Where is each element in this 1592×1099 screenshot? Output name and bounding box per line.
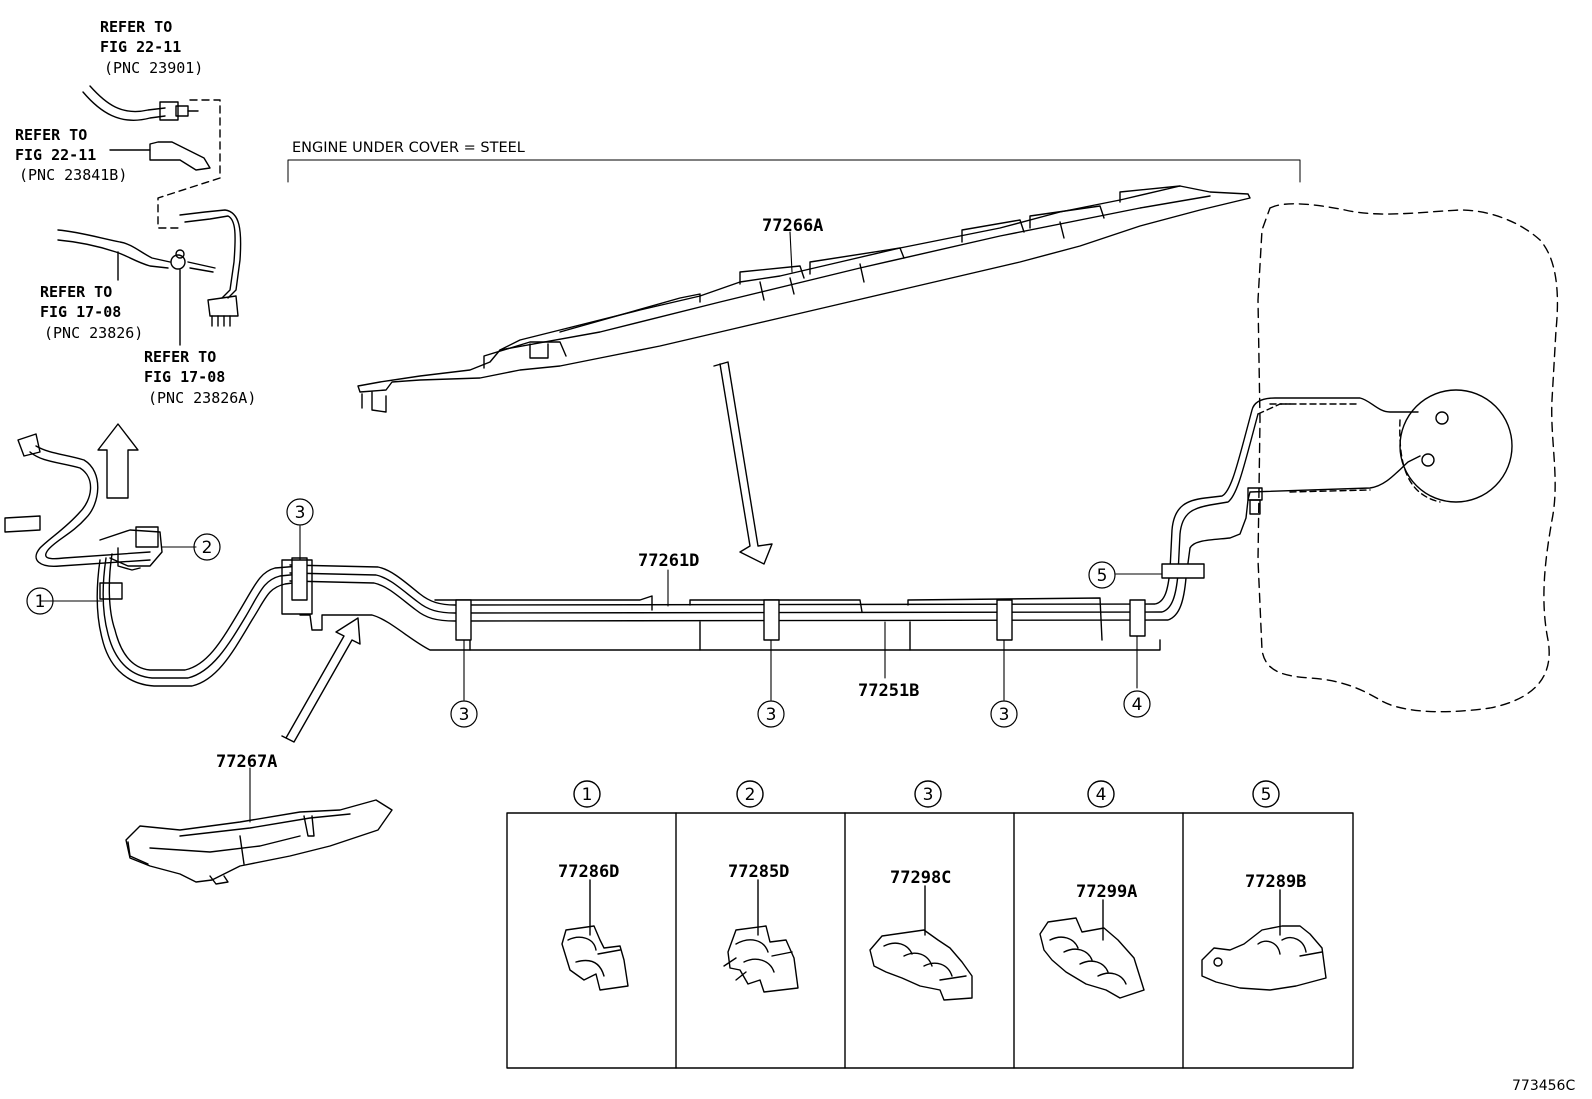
legend-index-1: 1 [582, 785, 593, 805]
clamp-part-77298C: 77298C [890, 868, 951, 888]
part-label-77261D: 77261D [638, 551, 699, 571]
part-label-77251B: 77251B [858, 681, 919, 701]
fuel-tank-outline [1247, 203, 1559, 713]
leader-lines [39, 159, 1301, 823]
arrow-to-tubes [713, 361, 773, 565]
clamp-part-77286D: 77286D [558, 862, 619, 882]
callout-1: 1 [35, 592, 46, 612]
callout-circles [26, 498, 1151, 728]
callout-3-a: 3 [459, 705, 470, 725]
callout-2: 2 [202, 538, 213, 558]
ref-1-pnc: (PNC 23901) [104, 59, 203, 77]
ref-2-line2: FIG 22-11 [15, 146, 96, 164]
upper-left-connection-detail [57, 85, 242, 499]
ref-1-line1: REFER TO [100, 18, 172, 36]
engine-under-cover-lower [125, 799, 393, 885]
ref-4-line1: REFER TO [144, 348, 216, 366]
clamp-77286D-drawing [561, 925, 629, 991]
legend-index-4: 4 [1096, 785, 1107, 805]
ref-3-line1: REFER TO [40, 283, 112, 301]
engine-under-cover-note: ENGINE UNDER COVER = STEEL [292, 140, 525, 156]
legend-index-2: 2 [745, 785, 756, 805]
ref-4-line2: FIG 17-08 [144, 368, 225, 386]
clamp-part-77285D: 77285D [728, 862, 789, 882]
tube-clamps [281, 557, 1205, 641]
callout-5: 5 [1097, 566, 1108, 586]
clamp-part-77289B: 77289B [1245, 872, 1306, 892]
diagram-code: 773456C [1512, 1078, 1575, 1094]
clamp-77298C-drawing [869, 929, 973, 1001]
clamp-legend-table [506, 780, 1354, 1069]
part-label-77267A: 77267A [216, 752, 277, 772]
legend-index-3: 3 [923, 785, 934, 805]
callout-3-c: 3 [999, 705, 1010, 725]
ref-1-line2: FIG 22-11 [100, 38, 181, 56]
engine-under-cover-upper [357, 185, 1251, 413]
ref-3-pnc: (PNC 23826) [44, 324, 143, 342]
ref-3-line2: FIG 17-08 [40, 303, 121, 321]
clamp-77299A-drawing [1039, 917, 1145, 999]
clamp-part-77299A: 77299A [1076, 882, 1137, 902]
ref-2-line1: REFER TO [15, 126, 87, 144]
callout-4: 4 [1132, 695, 1143, 715]
ref-4-pnc: (PNC 23826A) [148, 389, 256, 407]
clamp-77285D-drawing [723, 925, 799, 993]
legend-index-5: 5 [1261, 785, 1272, 805]
main-fuel-tubes [289, 397, 1421, 622]
clamp-77289B-drawing [1201, 925, 1327, 991]
ref-2-pnc: (PNC 23841B) [19, 166, 127, 184]
arrow-to-lower-cover [281, 617, 361, 743]
part-label-77266A: 77266A [762, 216, 823, 236]
callout-3-top: 3 [295, 503, 306, 523]
left-hose-assembly [4, 433, 301, 687]
callout-3-b: 3 [766, 705, 777, 725]
